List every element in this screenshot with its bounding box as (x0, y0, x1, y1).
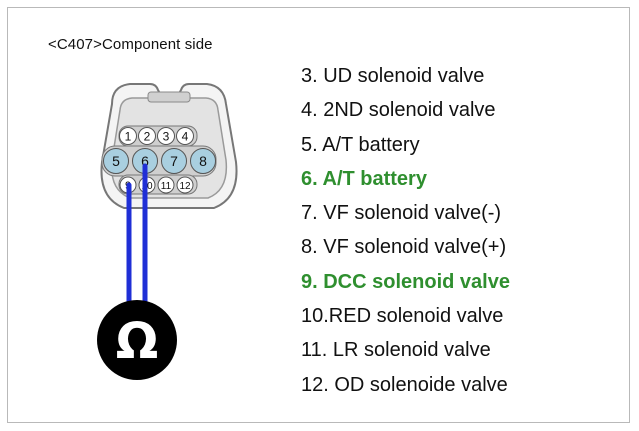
connector-title: <C407>Component side (48, 36, 213, 53)
pin-11-label: 11 (161, 181, 172, 192)
pin-description-11: 11. LR solenoid valve (301, 339, 491, 362)
pin-1: 1 (119, 127, 137, 145)
pin-5-label: 5 (112, 153, 120, 169)
middle-row-pins: 5 6 7 8 (101, 145, 217, 177)
pin-4-label: 4 (182, 130, 189, 144)
pin-description-9: 9. DCC solenoid valve (301, 270, 510, 293)
pin-7-label: 7 (170, 153, 178, 169)
pin-4: 4 (176, 127, 194, 145)
ohm-symbol: Ω (116, 312, 159, 370)
pin-2-label: 2 (144, 130, 151, 144)
pin-description-4: 4. 2ND solenoid valve (301, 99, 496, 122)
pin-1-label: 1 (125, 130, 132, 144)
pin-12: 12 (176, 176, 194, 194)
pin-description-list: 3. UD solenoid valve 4. 2ND solenoid val… (301, 63, 510, 406)
pin-2: 2 (138, 127, 156, 145)
pin-description-8: 8. VF solenoid valve(+) (301, 236, 507, 259)
pin-11: 11 (157, 176, 175, 194)
pin-description-6: 6. A/T battery (301, 167, 427, 190)
pin-3-label: 3 (163, 130, 170, 144)
pin-12-label: 12 (179, 181, 191, 192)
pin-7: 7 (161, 148, 187, 174)
pin-description-12: 12. OD solenoide valve (301, 373, 508, 396)
pin-8-label: 8 (199, 153, 207, 169)
top-row-pins: 1 2 3 4 (118, 125, 198, 147)
pin-8: 8 (190, 148, 216, 174)
pin-description-7: 7. VF solenoid valve(-) (301, 202, 502, 225)
pin-6-label: 6 (141, 153, 149, 169)
pin-5: 5 (103, 148, 129, 174)
probe-wires (126, 163, 148, 313)
pin-description-3: 3. UD solenoid valve (301, 65, 485, 87)
pin-6: 6 (132, 148, 158, 174)
pin-description-10: 10.RED solenoid valve (301, 305, 504, 328)
pin-3: 3 (157, 127, 175, 145)
ohmmeter-icon: Ω (97, 300, 177, 380)
pin-description-5: 5. A/T battery (301, 133, 420, 156)
